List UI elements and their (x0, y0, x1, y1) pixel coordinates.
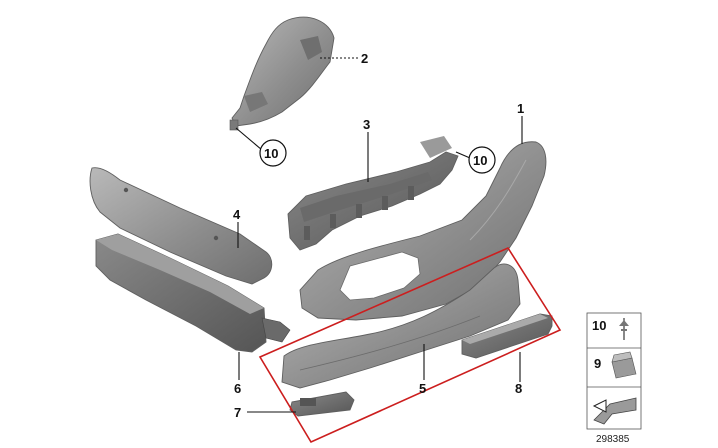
part-1-side-panel (299, 141, 547, 321)
legend: 10 9 298385 (586, 312, 642, 445)
callout-8: 8 (515, 381, 522, 396)
part-3-bracket (287, 136, 459, 251)
callouts: 1 2 3 4 5 6 7 8 10 10 (233, 51, 524, 420)
part-2-cover (229, 16, 335, 131)
part-8-rail (461, 313, 553, 359)
callout-2: 2 (361, 51, 368, 66)
callout-10a: 10 (264, 146, 278, 161)
callout-7: 7 (234, 405, 241, 420)
legend-10-label: 10 (592, 318, 606, 333)
part-7-clip (289, 391, 355, 417)
clip-block-icon (611, 351, 637, 379)
part-5-cover-strip (281, 263, 521, 389)
reference-number: 298385 (596, 434, 630, 445)
callout-10a-circle (259, 139, 287, 167)
callout-10b-circle (468, 146, 496, 174)
arrow-plate-icon (592, 397, 637, 425)
callout-10b: 10 (473, 153, 487, 168)
leader-lines (235, 57, 523, 413)
part-6-trim (95, 233, 291, 353)
part-4-trim (89, 167, 273, 285)
clip-screw-icon (619, 318, 629, 340)
legend-9-label: 9 (594, 356, 601, 371)
callout-6: 6 (234, 381, 241, 396)
callout-3: 3 (363, 117, 370, 132)
callout-5: 5 (419, 381, 426, 396)
callout-4: 4 (233, 207, 241, 222)
highlight-box (258, 246, 562, 444)
callout-1: 1 (517, 101, 524, 116)
